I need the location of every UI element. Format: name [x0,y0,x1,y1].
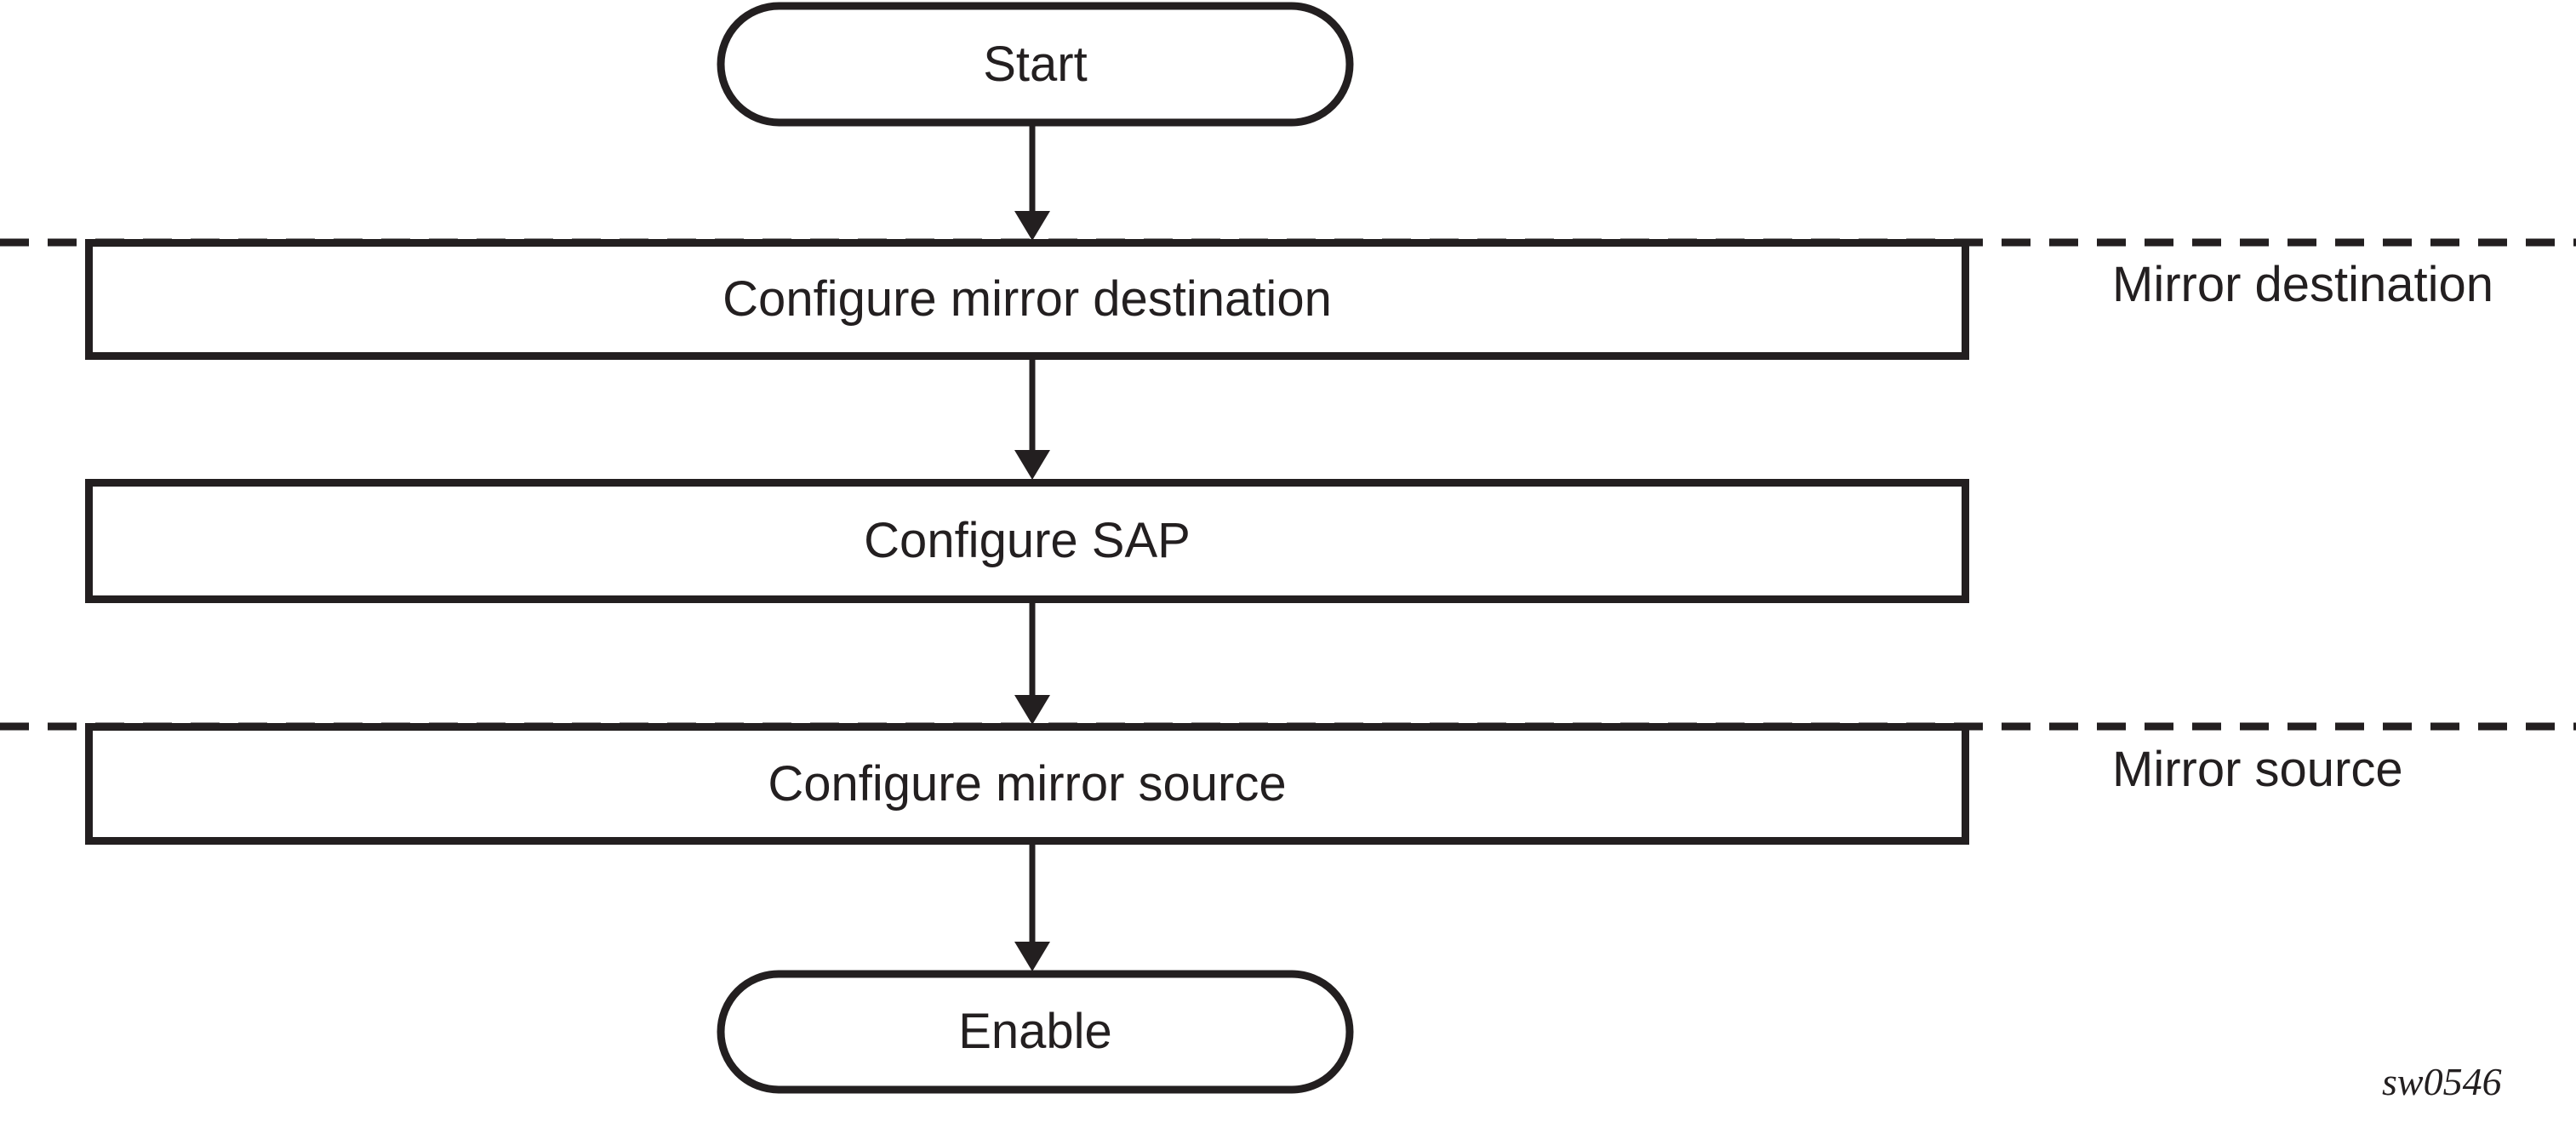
node-configure-mirror-source-shape[interactable] [85,723,1969,845]
node-start-shape[interactable] [717,2,1354,127]
node-configure-sap-shape[interactable] [85,479,1969,603]
connector-start-to-destination [1014,126,1050,241]
zone-label-mirror-source: Mirror source [2112,742,2403,797]
connector-sap-to-source [1014,603,1050,725]
connector-source-to-enable [1014,845,1050,971]
zone-label-mirror-destination: Mirror destination [2112,257,2494,312]
connector-destination-to-sap [1014,360,1050,480]
node-enable-shape[interactable] [717,970,1354,1094]
figure-id-watermark: sw0546 [2382,1060,2502,1103]
node-configure-mirror-destination-shape[interactable] [85,239,1969,360]
